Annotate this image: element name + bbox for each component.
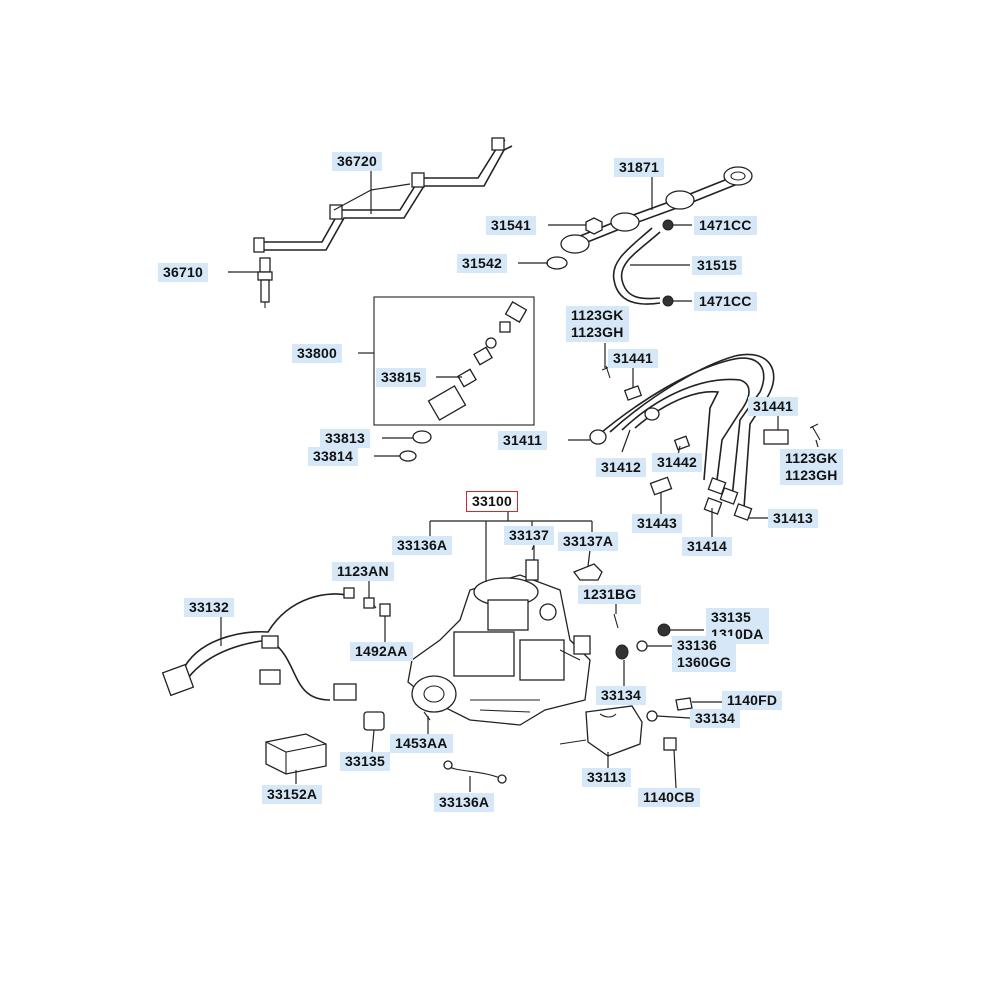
- bolt-1123gk-right-drawing: [809, 423, 821, 441]
- part-label-31542[interactable]: 31542: [457, 254, 507, 273]
- part-label-33800[interactable]: 33800: [292, 344, 342, 363]
- part-label-33813[interactable]: 33813: [320, 429, 370, 448]
- part-label-33814[interactable]: 33814: [308, 447, 358, 466]
- part-label-31442[interactable]: 31442: [652, 453, 702, 472]
- solenoid-33137-drawing: [525, 559, 539, 581]
- part-label-1123gk-1123gh-top[interactable]: 1123GK 1123GH: [566, 306, 629, 342]
- nozzle-holder-assembly-box: [373, 296, 535, 426]
- part-33135-1310da-drawing: [657, 623, 671, 637]
- part-label-33100-pump-assembly[interactable]: 33100: [466, 491, 518, 512]
- part-33136-1360gg-drawing: [636, 640, 648, 652]
- injection-pump-drawing: [407, 574, 591, 726]
- injector-nozzle-36710-drawing: [257, 257, 273, 308]
- part-label-1453aa[interactable]: 1453AA: [390, 734, 453, 753]
- part-label-31441-upper[interactable]: 31441: [608, 349, 658, 368]
- part-1453aa-drawing: [423, 711, 431, 721]
- part-label-36720[interactable]: 36720: [332, 152, 382, 171]
- leader-lines: [220, 171, 819, 792]
- nozzle-holder-parts-drawing: [427, 301, 528, 421]
- clip-31441-upper-drawing: [623, 385, 643, 401]
- part-label-33134-lower[interactable]: 33134: [690, 709, 740, 728]
- part-label-31541[interactable]: 31541: [486, 216, 536, 235]
- clip-31441-right-drawing: [763, 429, 789, 445]
- nut-31541-drawing: [585, 217, 603, 235]
- part-label-31515[interactable]: 31515: [692, 256, 742, 275]
- part-label-31412[interactable]: 31412: [596, 458, 646, 477]
- part-label-33132[interactable]: 33132: [184, 598, 234, 617]
- fuel-hose-31515-drawing: [620, 231, 661, 300]
- gasket-31542-drawing: [546, 256, 568, 270]
- box-33152a-drawing: [265, 733, 327, 775]
- part-label-33134-upper[interactable]: 33134: [596, 686, 646, 705]
- part-1492aa-drawing: [379, 603, 391, 617]
- connector-33135-drawing: [363, 711, 385, 731]
- part-label-1123gk-1123gh-right[interactable]: 1123GK 1123GH: [780, 449, 843, 485]
- part-label-33152a[interactable]: 33152A: [262, 785, 323, 804]
- bolt-1140fd-drawing: [675, 697, 693, 711]
- clip-31443-drawing: [649, 476, 673, 496]
- part-33134-upper-drawing: [615, 644, 629, 660]
- part-label-31443[interactable]: 31443: [632, 514, 682, 533]
- part-label-36710[interactable]: 36710: [158, 263, 208, 282]
- fuel-return-line-drawing: [560, 166, 753, 254]
- harness-33132-drawing: [161, 587, 357, 701]
- bracket-33137a-drawing: [572, 563, 603, 581]
- clip-31442-drawing: [673, 435, 691, 451]
- part-label-31441-right[interactable]: 31441: [748, 397, 798, 416]
- part-label-1471cc-lower[interactable]: 1471CC: [694, 292, 757, 311]
- part-label-33136-1360gg[interactable]: 33136 1360GG: [672, 636, 737, 672]
- washer-33134-lower-drawing: [646, 710, 658, 722]
- part-label-33815[interactable]: 33815: [376, 368, 426, 387]
- part-label-1123an[interactable]: 1123AN: [332, 562, 394, 581]
- part-label-1140cb[interactable]: 1140CB: [638, 788, 700, 807]
- washer-33813-drawing: [412, 430, 432, 444]
- part-label-33113[interactable]: 33113: [582, 768, 632, 787]
- part-label-1140fd[interactable]: 1140FD: [722, 691, 783, 710]
- part-label-31414[interactable]: 31414: [682, 537, 732, 556]
- fuel-pipe-bracket-drawing: [253, 137, 513, 253]
- bolt-1231bg-drawing: [613, 613, 619, 629]
- part-label-33137[interactable]: 33137: [504, 526, 554, 545]
- clamp-1471cc-upper-drawing: [662, 219, 674, 231]
- part-label-31411[interactable]: 31411: [498, 431, 548, 450]
- part-label-33137a[interactable]: 33137A: [558, 532, 619, 551]
- part-label-1231bg[interactable]: 1231BG: [578, 585, 642, 604]
- washer-33814-drawing: [399, 450, 417, 462]
- part-label-31413[interactable]: 31413: [768, 509, 818, 528]
- part-label-33135[interactable]: 33135: [340, 752, 390, 771]
- part-label-1471cc-upper[interactable]: 1471CC: [694, 216, 757, 235]
- injection-pipes-drawing: [589, 353, 775, 521]
- part-label-1492aa[interactable]: 1492AA: [350, 642, 413, 661]
- bolt-1140cb-drawing: [663, 737, 677, 751]
- cover-33113-drawing: [585, 705, 643, 757]
- part-label-33136a-top[interactable]: 33136A: [392, 536, 453, 555]
- sensor-33136a-drawing: [447, 765, 501, 779]
- part-label-33136a-bottom[interactable]: 33136A: [434, 793, 495, 812]
- part-label-31871[interactable]: 31871: [614, 158, 664, 177]
- clamp-1471cc-lower-drawing: [662, 295, 674, 307]
